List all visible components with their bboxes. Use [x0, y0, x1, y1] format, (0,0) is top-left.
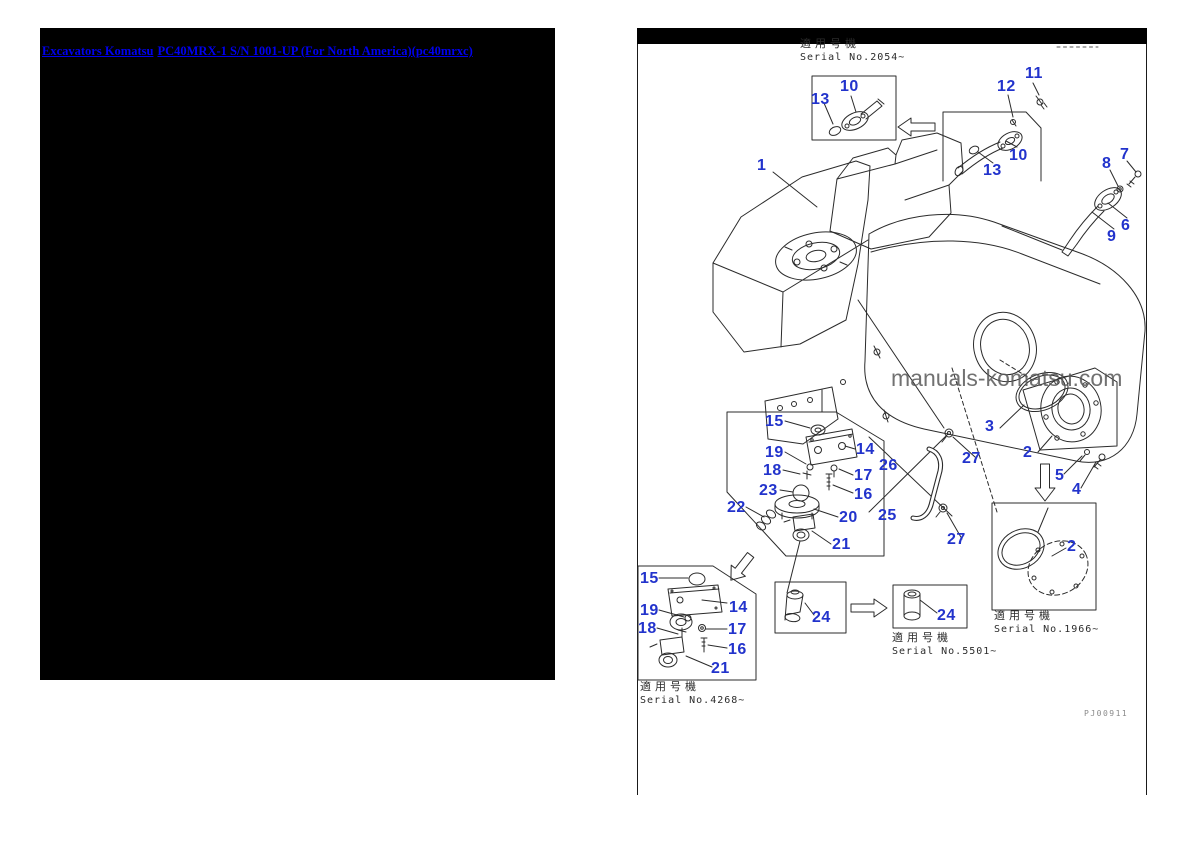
callout-18: 18 [638, 620, 657, 637]
serial-note-number: Serial No.5501~ [892, 646, 998, 657]
link-excavators-komatsu[interactable]: Excavators Komatsu [42, 44, 154, 58]
callout-5: 5 [1055, 467, 1065, 484]
callout-26: 26 [879, 457, 898, 474]
callout-19: 19 [640, 602, 659, 619]
callout-10: 10 [840, 78, 859, 95]
callout-19: 19 [765, 444, 784, 461]
sheet-border [637, 44, 1147, 795]
callout-15: 15 [765, 413, 784, 430]
callout-21: 21 [711, 660, 730, 677]
callout-21: 21 [832, 536, 851, 553]
serial-note-bottom-left: 適用号機 Serial No.4268~ [640, 681, 745, 707]
callout-4: 4 [1072, 481, 1082, 498]
callout-14: 14 [729, 599, 748, 616]
callout-17: 17 [728, 621, 747, 638]
link-model-page[interactable]: PC40MRX-1 S/N 1001-UP (For North America… [157, 44, 473, 58]
callout-8: 8 [1102, 155, 1112, 172]
callout-6: 6 [1121, 217, 1131, 234]
callout-9: 9 [1107, 228, 1117, 245]
serial-note-kanji: 適用号機 [994, 610, 1054, 622]
serial-note-bottom-right: 適用号機 Serial No.1966~ [994, 610, 1099, 636]
watermark: manuals-komatsu.com [891, 365, 1123, 391]
serial-note-kanji: 適用号機 [640, 681, 700, 693]
callout-12: 12 [997, 78, 1016, 95]
callout-1: 1 [757, 157, 767, 174]
serial-note-top: 適用号機 Serial No.2054~ [800, 38, 905, 64]
sheet-top-black-bar [637, 28, 1147, 44]
callout-3: 3 [985, 418, 995, 435]
serial-note-number: Serial No.2054~ [800, 52, 906, 63]
callout-13: 13 [811, 91, 830, 108]
callout-23: 23 [759, 482, 778, 499]
callout-27: 27 [962, 450, 981, 467]
serial-note-kanji: 適用号機 [892, 632, 952, 644]
callout-16: 16 [728, 641, 747, 658]
callout-2: 2 [1023, 444, 1033, 461]
callout-24: 24 [937, 607, 956, 624]
serial-note-kanji: 適用号機 [800, 38, 860, 50]
callout-10: 10 [1009, 147, 1028, 164]
callout-22: 22 [727, 499, 746, 516]
callout-14: 14 [856, 441, 875, 458]
drawing-number: PJ00911 [1084, 709, 1129, 718]
callout-13: 13 [983, 162, 1002, 179]
callout-17: 17 [854, 467, 873, 484]
parts-diagram-sheet [637, 28, 1147, 795]
callout-7: 7 [1120, 146, 1130, 163]
callout-27: 27 [947, 531, 966, 548]
callout-24: 24 [812, 609, 831, 626]
callout-20: 20 [839, 509, 858, 526]
callout-25: 25 [878, 507, 897, 524]
serial-note-bottom-middle: 適用号機 Serial No.5501~ [892, 632, 997, 658]
callout-18: 18 [763, 462, 782, 479]
callout-11: 11 [1025, 65, 1043, 82]
serial-note-number: Serial No.4268~ [640, 695, 746, 706]
serial-note-number: Serial No.1966~ [994, 624, 1100, 635]
callout-2: 2 [1067, 538, 1077, 555]
callout-15: 15 [640, 570, 659, 587]
callout-16: 16 [854, 486, 873, 503]
